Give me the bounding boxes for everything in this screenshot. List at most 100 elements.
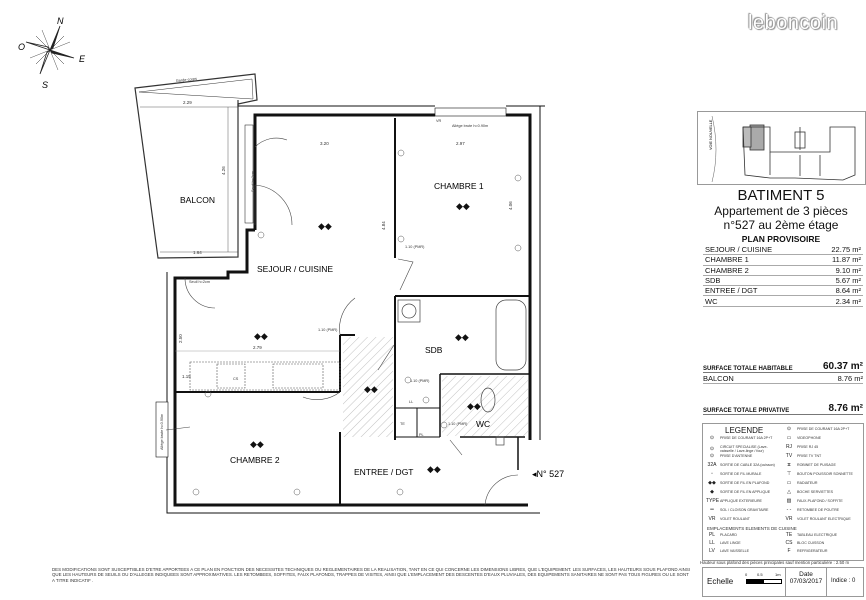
legend-symbol-icon: ⊙ <box>709 446 715 453</box>
total-habitable: SURFACE TOTALE HABITABLE 60.37 m² <box>703 361 863 373</box>
doors <box>165 137 519 506</box>
kitchen-code: PL <box>708 532 716 538</box>
ceiling-light-icons: ◆◆ ◆◆ ◆◆ ◆◆ ◆◆ ◆◆ ◆◆ ◆◆ <box>250 201 481 474</box>
kitchen-label: LAVE LINGE <box>720 541 741 545</box>
room-area: 11.87 m² <box>811 254 863 266</box>
dim-chambre1-width: 2.97 <box>456 141 465 146</box>
note-pmr-sejour: 1.10 (PMR) <box>318 328 338 332</box>
total-privative-label: SURFACE TOTALE PRIVATIVE <box>703 408 790 414</box>
note-cs: CS <box>233 377 239 381</box>
note-te: TE <box>400 422 405 426</box>
date-label: Date <box>799 571 813 578</box>
legend-item: ▨FAUX-PLAFOND / SOFFITE <box>783 498 843 503</box>
room-name: CHAMBRE 2 <box>703 265 812 276</box>
room-area: 22.75 m² <box>811 245 863 256</box>
legend-symbol-icon: ═ <box>710 507 714 513</box>
note-garde-corps: Garde-corps <box>176 77 198 83</box>
kitchen-label: REFRIGERATEUR <box>797 549 828 553</box>
note-pmr-wc: 1.10 (PMR) <box>448 422 468 426</box>
sanitary-fixtures <box>397 299 527 446</box>
room-area: 8.64 m² <box>811 285 863 297</box>
balcon-area: BALCON 8.76 m² <box>703 374 863 384</box>
legend: LEGENDE ⊙PRISE DE COURANT 16A 2P+T ⊙CIRCU… <box>702 423 864 561</box>
balcon-label: BALCON <box>703 374 734 383</box>
legend-symbol-icon: TYPE <box>706 498 720 504</box>
annotations: Garde-corps Allège brute h=0.90m Seuil h… <box>160 77 488 450</box>
kitchen-code: LL <box>709 540 715 546</box>
leboncoin-watermark: leboncoin <box>748 12 839 34</box>
kitchen-legend-title: EMPLACEMENTS ELEMENTS DE CUISINE <box>707 526 797 531</box>
toilet-icon <box>480 387 496 413</box>
legend-symbol-icon: ◆◆ <box>708 480 716 486</box>
svg-text:◆◆: ◆◆ <box>455 332 469 342</box>
legend-item: ▭VIDEOPHONE <box>783 435 821 440</box>
legend-symbol-icon: ⊙ <box>709 453 715 459</box>
room-name: WC <box>703 295 812 307</box>
dim-kitchen-depth: 2.50 <box>178 334 183 343</box>
room-area: 5.67 m² <box>811 275 863 287</box>
note-pl: PL <box>419 433 424 437</box>
svg-text:◆◆: ◆◆ <box>254 331 268 341</box>
legend-title: LEGENDE <box>725 426 764 435</box>
legend-symbol-icon: △ <box>787 489 791 495</box>
height-note: Hauteur sous plafond des pièces principa… <box>700 560 850 565</box>
legend-label: VOLET ROULANT ELECTRIQUE <box>797 517 851 521</box>
dim-balcon-depth: 4.26 <box>221 166 226 175</box>
disclaimer: DES MODIFICATIONS SONT SUSCEPTIBLES D'ET… <box>52 567 690 583</box>
svg-text:◆◆: ◆◆ <box>456 201 470 211</box>
building-title: BATIMENT 5 <box>737 187 825 204</box>
legend-label: SORTIE DE FIL EN APPLIQUE <box>720 490 771 494</box>
room-chambre2: CHAMBRE 2 <box>230 455 280 465</box>
note-pmr-ch1: 1.10 (PMR) <box>405 245 425 249</box>
legend-symbol-icon: ⊙ <box>786 426 792 432</box>
total-habitable-label: SURFACE TOTALE HABITABLE <box>703 366 793 372</box>
total-privative-value: 8.76 m² <box>828 403 863 414</box>
date-value: 07/03/2017 <box>789 578 823 585</box>
legend-symbol-icon: ◆ <box>710 489 714 495</box>
svg-text:◆◆: ◆◆ <box>427 464 441 474</box>
index-label: Indice : 0 <box>831 578 856 584</box>
room-sdb: SDB <box>425 345 443 355</box>
legend-item: ⊙PRISE DE COURANT 16A 2P+T <box>783 426 849 432</box>
legend-item: ⊙PRISE DE COURANT 16A 2P+T <box>706 435 780 440</box>
legend-label: SORTIE DE FIL EN PLAFOND <box>720 481 770 485</box>
legend-label: SORTIE DE CABLE 32A (cuisson) <box>720 463 775 467</box>
room-area: 9.10 m² <box>811 265 863 276</box>
note-allege-ch2: Allège brute h=0.90m <box>160 414 164 450</box>
kitchen-label: TABLEAU ELECTRIQUE <box>797 533 838 537</box>
note-seuil-balcon: Seuil h=2cm <box>251 171 255 192</box>
scale-tick: 1m <box>775 572 781 577</box>
total-habitable-value: 60.37 m² <box>822 361 863 372</box>
legend-label: RADIATEUR <box>797 481 818 485</box>
legend-label: VIDEOPHONE <box>797 436 821 440</box>
legend-symbol-icon: RJ <box>785 444 793 450</box>
legend-symbol-icon: - - <box>786 507 792 513</box>
scale-tick: 0.5 <box>757 572 763 577</box>
legend-label: SOL / CLOISON GRAVITAIRE <box>720 508 769 512</box>
svg-text:◆◆: ◆◆ <box>364 384 378 394</box>
legend-item: ⊙CIRCUIT SPECIALISE (Lave-vaisselle / La… <box>706 445 780 453</box>
legend-symbol-icon: ⧖ <box>787 462 791 468</box>
site-plan <box>711 115 856 183</box>
kitchen-legend-item: LL LAVE LINGE <box>706 540 741 546</box>
legend-label: FAUX-PLAFOND / SOFFITE <box>797 499 843 503</box>
dimension-labels: 2.29 4.26 1.64 3.20 2.97 4.84 4.06 2.50 … <box>178 100 513 379</box>
room-name: CHAMBRE 1 <box>703 254 812 266</box>
kitchen-counter <box>189 361 341 391</box>
balcon-value: 8.76 m² <box>837 374 863 383</box>
scale-bar <box>746 579 782 584</box>
title-block: Echelle 0 0.5 1m Date 07/03/2017 Indice … <box>702 567 864 597</box>
note-seuil-sejour: Seuil h=2cm <box>189 280 210 284</box>
balcony <box>134 73 258 259</box>
